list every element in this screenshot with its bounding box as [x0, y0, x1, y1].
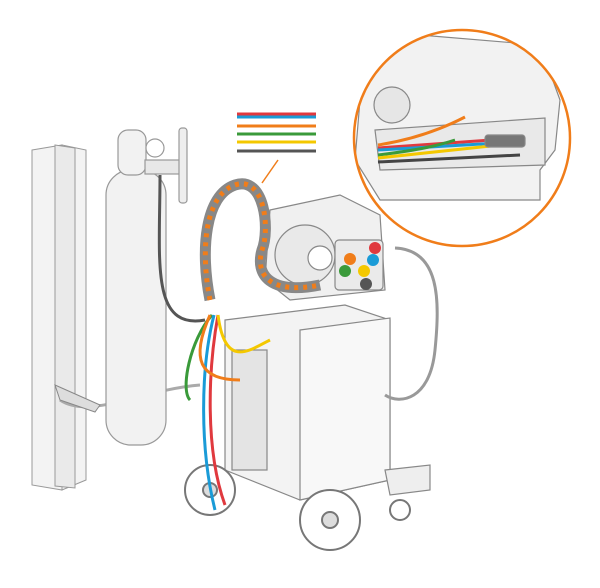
torch-cable [384, 246, 439, 401]
wires [184, 314, 271, 511]
welding-machine [224, 194, 431, 501]
wall-profile [31, 144, 87, 491]
ground-clamp-icon [54, 384, 101, 413]
callout-line [261, 159, 279, 184]
gas-cylinder [105, 127, 188, 446]
hose-package [199, 178, 322, 302]
connector-sockets [339, 242, 381, 290]
wire-color-legend [237, 112, 316, 153]
detail-inset [352, 28, 572, 248]
gas-hose [157, 174, 206, 323]
cart-wheels [184, 464, 411, 551]
